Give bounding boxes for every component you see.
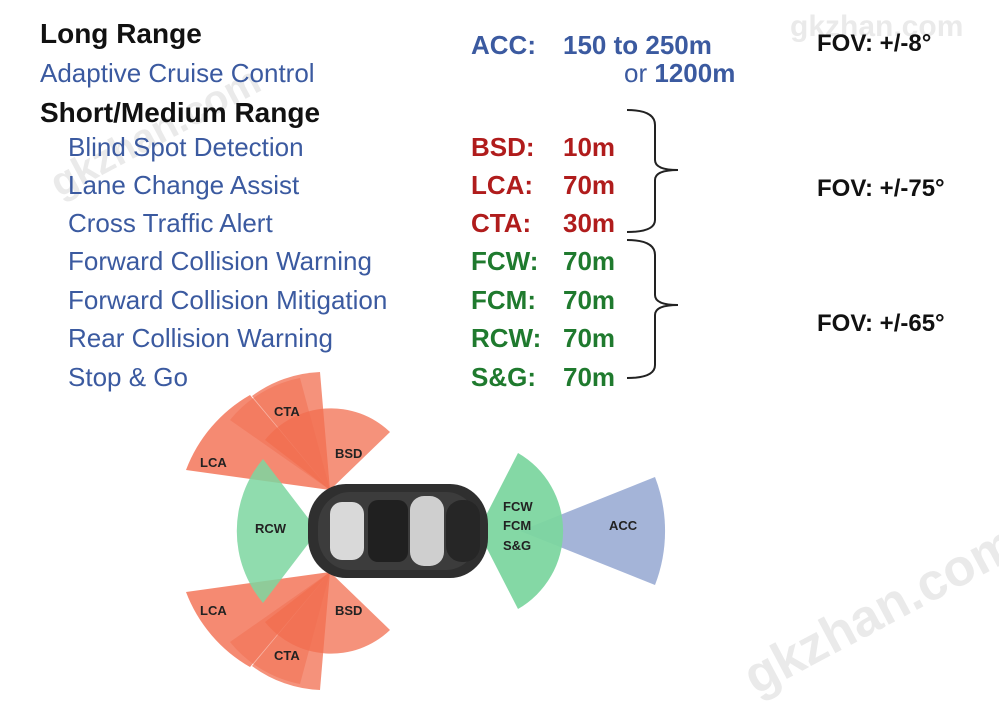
bsd-range: 10m xyxy=(563,132,616,162)
short-medium-range-heading: Short/Medium Range xyxy=(40,97,321,128)
lca-name: Lane Change Assist xyxy=(68,170,300,200)
cta-name: Cross Traffic Alert xyxy=(68,208,273,238)
fcw-range: 70m xyxy=(563,246,616,276)
acc-range-alt: or 1200m xyxy=(624,58,735,89)
label-acc: ACC xyxy=(609,518,638,533)
acc-range-alt-prefix: or xyxy=(624,58,648,88)
fcm-range: 70m xyxy=(563,285,616,315)
zone-acc xyxy=(520,477,666,585)
label-bsd-bottom: BSD xyxy=(335,603,362,618)
rcw-code: RCW: xyxy=(471,323,542,353)
fcm-code: FCM: xyxy=(471,285,536,315)
zone-cta-bottom-overlap xyxy=(230,572,330,684)
label-lca-bottom: LCA xyxy=(200,603,227,618)
label-cta-bottom: CTA xyxy=(274,648,300,663)
acc-range: 150 to 250m xyxy=(563,30,712,60)
fcw-code: FCW: xyxy=(471,246,539,276)
brace-green-group xyxy=(626,239,679,379)
fcw-name: Forward Collision Warning xyxy=(68,246,372,276)
fov-long-range: FOV: +/-8° xyxy=(817,30,932,57)
fov-red-group: FOV: +/-75° xyxy=(817,175,945,202)
label-sg: S&G xyxy=(503,538,531,553)
lca-range: 70m xyxy=(563,170,616,200)
fov-green-group: FOV: +/-65° xyxy=(817,310,945,337)
zone-rcw xyxy=(236,459,318,603)
watermark-top-right: gkzhan.com xyxy=(790,10,964,43)
zone-fcw-fcm-sg xyxy=(478,453,564,609)
zone-cta-top-overlap xyxy=(230,378,330,490)
acc-code: ACC: xyxy=(471,30,536,60)
sg-name: Stop & Go xyxy=(68,362,188,392)
fcm-name: Forward Collision Mitigation xyxy=(68,285,388,315)
sg-code: S&G: xyxy=(471,362,536,392)
zone-lca-bottom xyxy=(186,572,330,667)
car-rear-window xyxy=(330,502,364,560)
rcw-range: 70m xyxy=(563,323,616,353)
lca-code: LCA: xyxy=(471,170,534,200)
rcw-name: Rear Collision Warning xyxy=(68,323,333,353)
zone-lca-top xyxy=(186,395,330,490)
bsd-code: BSD: xyxy=(471,132,535,162)
sg-range: 70m xyxy=(563,362,616,392)
cta-range: 30m xyxy=(563,208,616,238)
car-hood xyxy=(446,500,480,562)
label-fcm: FCM xyxy=(503,518,531,533)
label-lca-top: LCA xyxy=(200,455,227,470)
acc-name: Adaptive Cruise Control xyxy=(40,58,315,88)
car-roof xyxy=(368,500,408,562)
acc-range-alt-value: 1200m xyxy=(654,58,736,88)
car-windshield xyxy=(410,496,444,566)
label-rcw: RCW xyxy=(255,521,287,536)
car-top-view xyxy=(308,484,488,578)
long-range-heading: Long Range xyxy=(40,18,202,49)
brace-red-group xyxy=(626,109,679,233)
bsd-name: Blind Spot Detection xyxy=(68,132,304,162)
label-bsd-top: BSD xyxy=(335,446,362,461)
label-cta-top: CTA xyxy=(274,404,300,419)
cta-code: CTA: xyxy=(471,208,532,238)
label-fcw: FCW xyxy=(503,499,533,514)
